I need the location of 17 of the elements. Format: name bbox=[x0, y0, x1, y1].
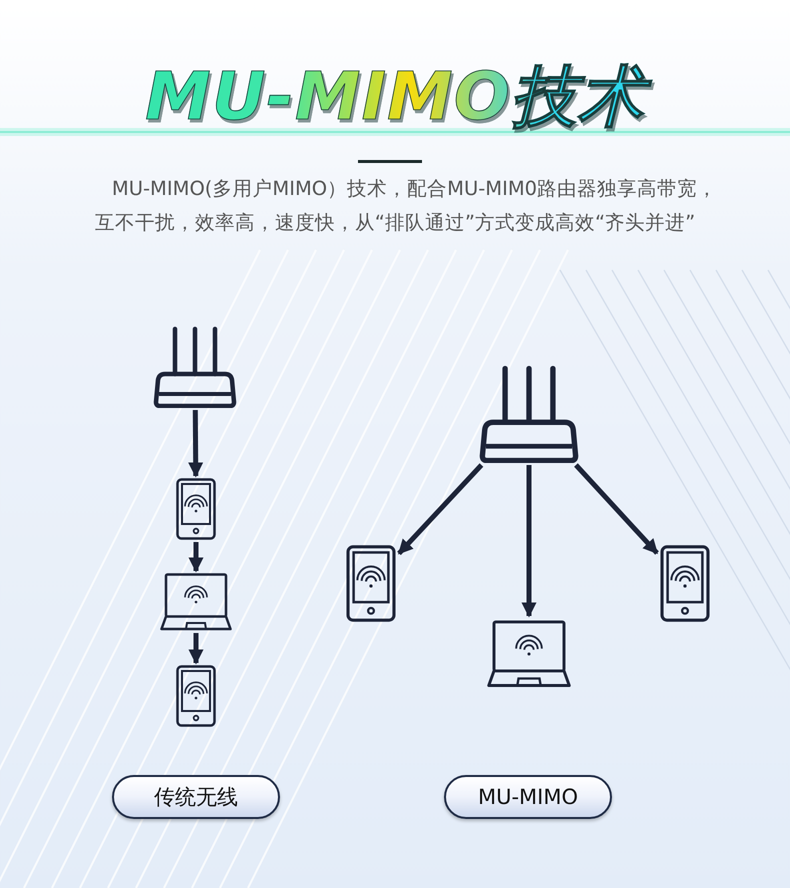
router-icon bbox=[153, 326, 237, 408]
tablet-icon bbox=[345, 545, 397, 622]
arrow bbox=[188, 633, 204, 664]
arrow bbox=[188, 542, 204, 572]
router-icon bbox=[478, 365, 580, 463]
arrow bbox=[397, 463, 484, 556]
mode-label: MU-MIMO bbox=[444, 775, 612, 819]
tablet-icon bbox=[176, 665, 216, 727]
tablet-icon bbox=[176, 478, 216, 540]
description-text: MU-MIMO(多用户MIMO）技术，配合MU-MIM0路由器独享高带宽，互不干扰，效率高，速度快，从“排队通过”方式变成高效“齐头并进” bbox=[94, 176, 718, 236]
mode-label: 传统无线 bbox=[112, 775, 280, 819]
laptop-icon bbox=[160, 573, 232, 631]
tablet-icon bbox=[659, 545, 711, 622]
arrow bbox=[522, 465, 536, 618]
arrow bbox=[188, 410, 204, 478]
arrow bbox=[574, 463, 659, 555]
laptop-icon bbox=[487, 618, 571, 690]
